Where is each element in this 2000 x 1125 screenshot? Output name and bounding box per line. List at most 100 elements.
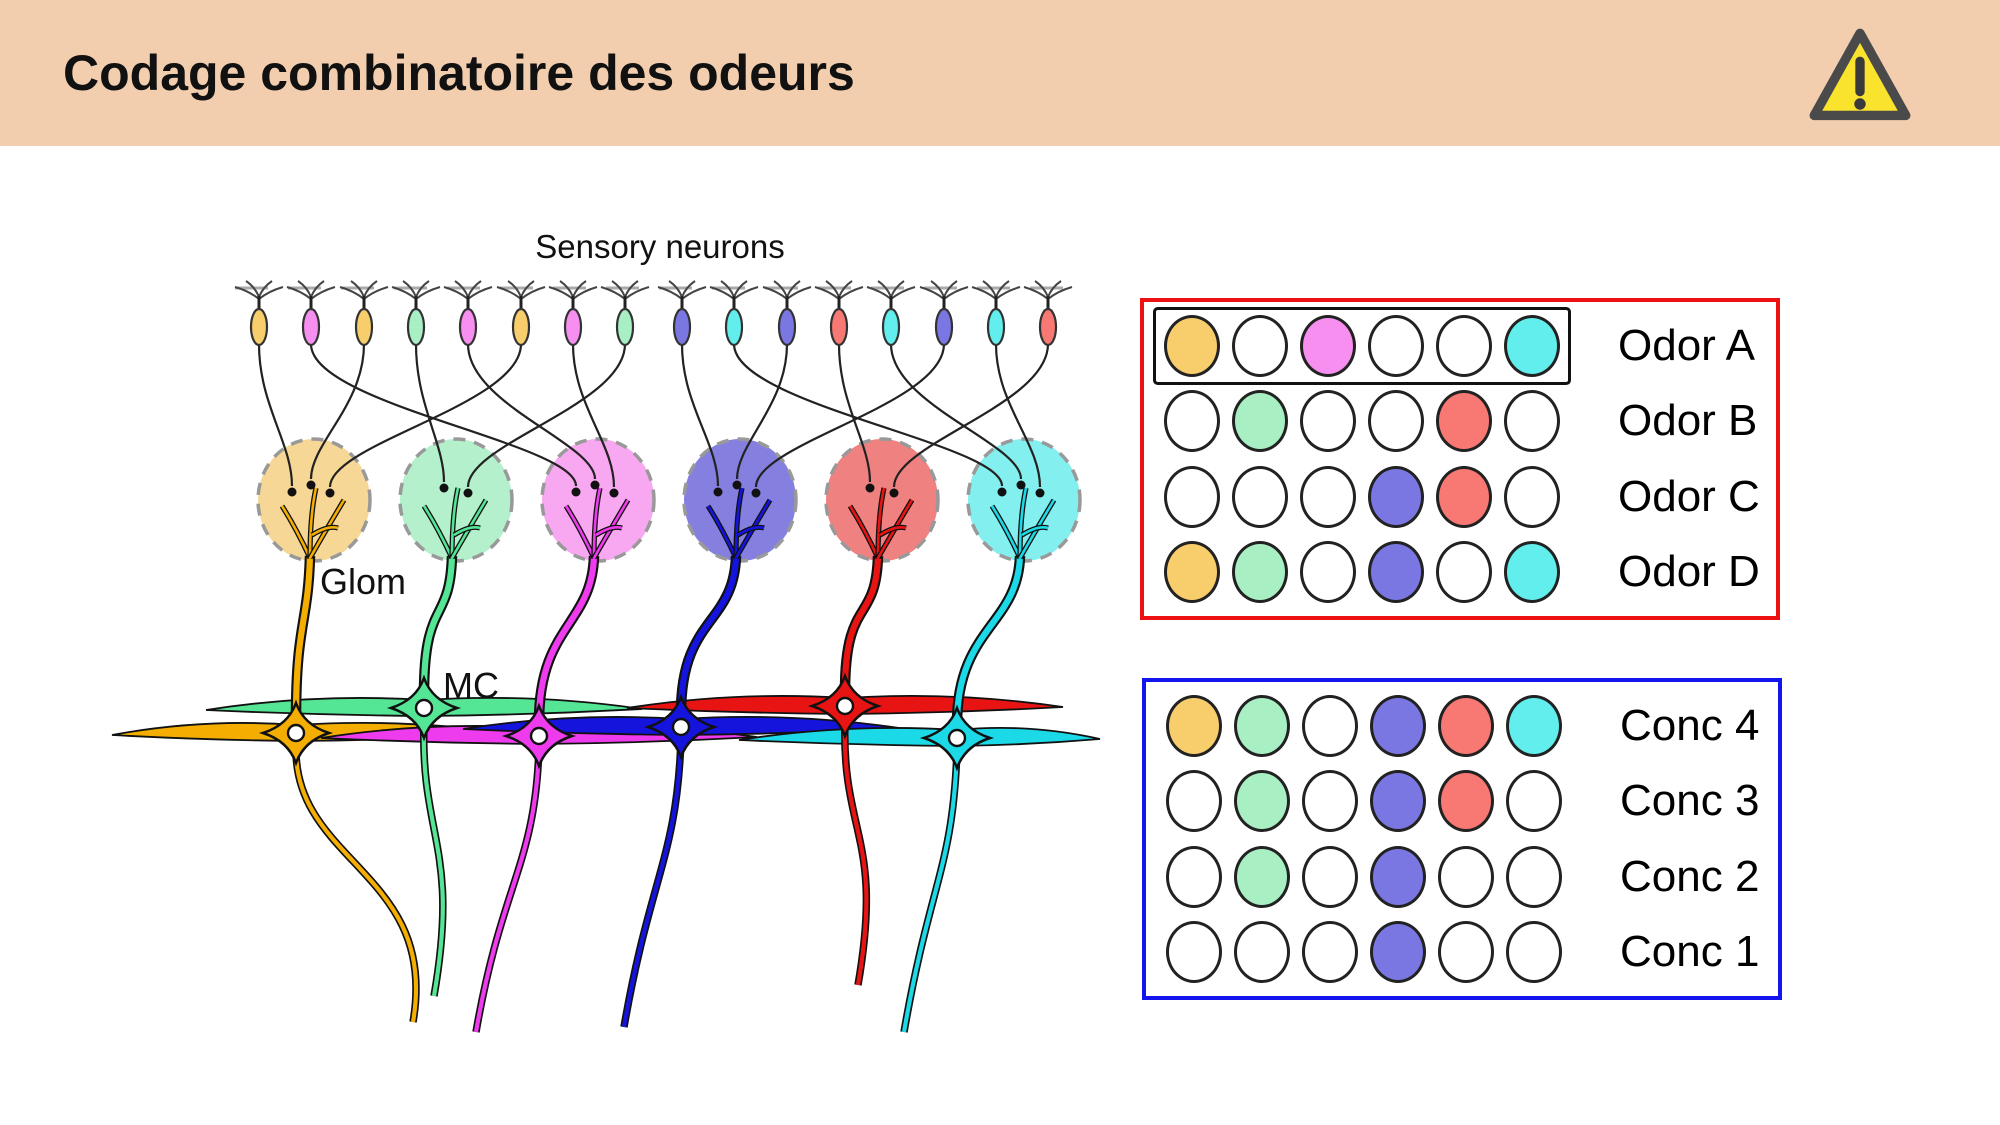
cilia-tuft (866, 286, 892, 300)
highlighted-dot-row (1156, 310, 1568, 382)
header-bar: Codage combinatoire des odeurs (0, 0, 2000, 146)
apical-dendrite-outline (533, 555, 600, 723)
axon-terminal (713, 487, 723, 497)
cilia-tuft (733, 286, 759, 300)
sensory-axon (309, 343, 366, 480)
row-label: Odor B (1618, 396, 1758, 446)
glomerulus-activity-dot (1506, 694, 1562, 757)
axon-terminal (439, 483, 449, 493)
cilia-tuft (402, 280, 417, 298)
cilia-tuft (786, 286, 812, 300)
sensory-soma-purple (672, 307, 692, 347)
cilia-tuft (657, 286, 683, 300)
axon-terminal (889, 488, 899, 498)
row-label: Odor D (1618, 547, 1760, 597)
apical-dendrite (420, 555, 456, 695)
glomerulus-activity-dot (1368, 390, 1424, 453)
cilia-tuft (443, 286, 469, 300)
cilia-tuft (773, 280, 788, 298)
glomerulus-activity-dot (1232, 465, 1288, 528)
apical-dendrite (953, 555, 1024, 725)
code-row: Odor A (1156, 310, 1776, 382)
glomerulus-activity-dot (1436, 390, 1492, 453)
glomerulus-activity-dot (1438, 694, 1494, 757)
sensory-soma-cyan (724, 307, 744, 347)
cilia-tuft (391, 286, 417, 300)
glomerulus-activity-dot (1370, 694, 1426, 757)
mc-label: MC (443, 665, 499, 706)
glomerulus-activity-dot (1164, 390, 1220, 453)
glomerulus-activity-dot (1506, 845, 1562, 908)
cilia-tuft (286, 286, 312, 300)
glomerulus-activity-dot (1438, 770, 1494, 833)
cilia-tuft (572, 280, 587, 298)
cilia-tuft (971, 286, 997, 300)
axon-terminal (571, 487, 581, 497)
sensory-soma-red (1038, 307, 1058, 347)
apical-dendrite (535, 555, 598, 723)
glomerulus-activity-dot (1234, 770, 1290, 833)
mitral-axon (421, 719, 445, 997)
sensory-soma-cyan (881, 307, 901, 347)
code-row: Odor C (1156, 461, 1776, 533)
lateral-dendrite (956, 726, 1101, 747)
dot-row (1156, 536, 1568, 608)
glomerulus-activity-dot (1438, 921, 1494, 984)
cilia-tuft (258, 280, 273, 298)
dot-row (1158, 690, 1570, 762)
glomerulus-activity-dot (1370, 770, 1426, 833)
glomerulus-activity-dot (1166, 770, 1222, 833)
glomerulus-activity-dot (1368, 465, 1424, 528)
cilia-tuft (415, 280, 430, 298)
cilia-tuft (467, 286, 493, 300)
glomerulus-activity-dot (1504, 541, 1560, 604)
cilia-tuft (838, 286, 864, 300)
slide-title: Codage combinatoire des odeurs (63, 45, 855, 101)
mitral-axon-outline (292, 744, 420, 1023)
cilia-tuft (611, 280, 626, 298)
cilia-tuft (258, 286, 284, 300)
axon-terminal (287, 487, 297, 497)
axon-terminal (865, 483, 875, 493)
cilia-tuft (454, 280, 469, 298)
mitral-axon (901, 749, 960, 1033)
glomerulus-activity-dot (1300, 541, 1356, 604)
glomerulus-activity-dot (1436, 541, 1492, 604)
code-row: Odor B (1156, 385, 1776, 457)
mitral-nucleus (286, 723, 306, 743)
axon-terminal (463, 488, 473, 498)
glomerulus-activity-dot (1302, 694, 1358, 757)
cilia-tuft (890, 286, 916, 300)
glomerular-tuft (734, 487, 744, 559)
sensory-soma-purple (934, 307, 954, 347)
glomerulus-activity-dot (1300, 390, 1356, 453)
apical-dendrite (677, 555, 740, 714)
sensory-soma-yellow (511, 307, 531, 347)
axon-terminal (751, 488, 761, 498)
axon-terminal (306, 480, 316, 490)
glomerulus-activity-dot (1164, 541, 1220, 604)
axon-terminal (590, 480, 600, 490)
sensory-soma-purple (777, 307, 797, 347)
glomerulus-activity-dot (1232, 314, 1288, 377)
sensory-axon (889, 343, 1023, 480)
sensory-axon (571, 343, 616, 488)
cilia-tuft (681, 286, 707, 300)
sensory-axon (735, 343, 789, 480)
sensory-soma-yellow (249, 307, 269, 347)
sensory-soma-magenta (301, 307, 321, 347)
cilia-tuft (919, 286, 945, 300)
sensory-axon (257, 343, 294, 487)
glomerular-tuft (876, 487, 886, 559)
apical-dendrite (292, 555, 314, 720)
cilia-tuft (297, 280, 312, 298)
glomerular-tuft (737, 526, 765, 537)
cilia-tuft (1034, 280, 1049, 298)
cilia-tuft (943, 280, 958, 298)
glomerulus-activity-dot (1506, 921, 1562, 984)
code-row: Conc 3 (1158, 765, 1778, 837)
row-label: Conc 2 (1620, 851, 1760, 901)
glomerular-tuft (1018, 487, 1028, 559)
apical-dendrite-outline (675, 555, 742, 714)
glomerular-tuft (453, 526, 481, 537)
